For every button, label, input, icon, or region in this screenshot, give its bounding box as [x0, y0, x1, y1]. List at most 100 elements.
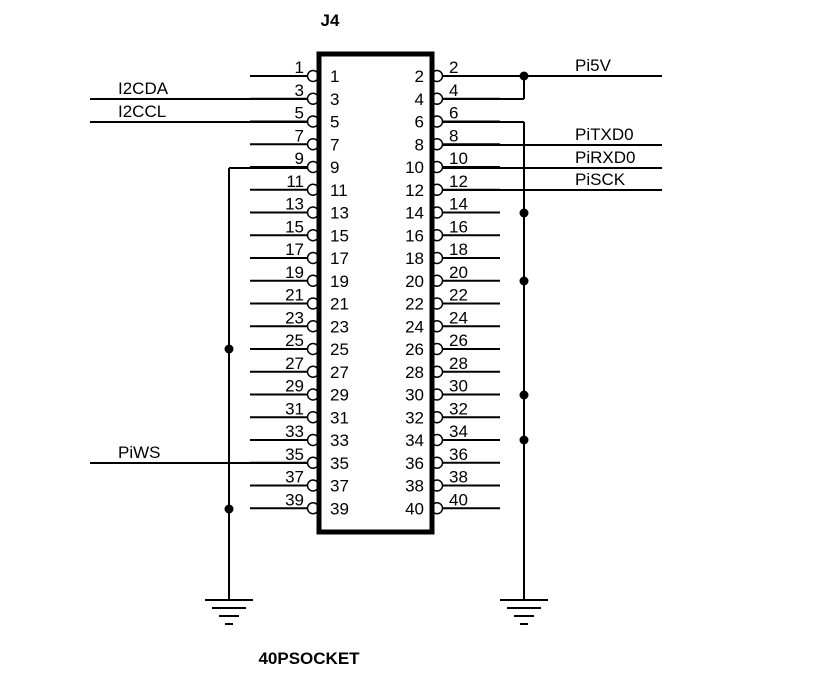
pin-20-number-outer: 20: [449, 263, 468, 282]
pin-21-number-outer: 21: [285, 286, 304, 305]
pin-10-number-inner: 10: [405, 158, 424, 177]
pin-11-number-outer: 11: [286, 172, 304, 191]
pin-38-number-outer: 38: [449, 468, 468, 487]
ground-symbol-right: [500, 599, 548, 625]
pin-9-number-inner: 9: [330, 158, 339, 177]
pin-4-number-outer: 4: [449, 81, 458, 100]
pin-2-number-inner: 2: [415, 67, 424, 86]
pin-25-number-outer: 25: [285, 331, 304, 350]
pin-39-number-inner: 39: [330, 499, 349, 518]
pin-37-number-outer: 37: [285, 468, 304, 487]
pin-40-number-inner: 40: [405, 499, 424, 518]
pin-14-number-inner: 14: [405, 204, 424, 223]
pin-15-number-inner: 15: [330, 226, 349, 245]
ground-symbol-left: [205, 599, 253, 625]
junction-dot: [224, 344, 234, 354]
net-label-pirxd0: PiRXD0: [575, 148, 635, 167]
junction-dot: [519, 208, 529, 218]
net-label-piws: PiWS: [118, 443, 161, 462]
pin-40-number-outer: 40: [449, 490, 468, 509]
junction-dot: [224, 504, 234, 514]
junction-dots: [224, 71, 529, 514]
pin-39-number-outer: 39: [285, 490, 304, 509]
net-label-i2ccl: I2CCL: [118, 102, 166, 121]
pin-19-number-inner: 19: [330, 272, 349, 291]
pin-7-number-inner: 7: [330, 135, 339, 154]
pin-6-number-outer: 6: [449, 104, 458, 123]
pin-3-number-outer: 3: [295, 81, 304, 100]
pin-30-number-outer: 30: [449, 377, 468, 396]
pin-28-number-outer: 28: [449, 354, 468, 373]
pin-23-number-outer: 23: [285, 308, 304, 327]
pin-36-number-outer: 36: [449, 445, 468, 464]
pin-4-number-inner: 4: [415, 90, 424, 109]
pin-34-number-outer: 34: [449, 422, 468, 441]
pin-25-number-inner: 25: [330, 340, 349, 359]
pin-38-number-inner: 38: [405, 477, 424, 496]
pin-1-number-inner: 1: [330, 67, 339, 86]
pin-30-number-inner: 30: [405, 386, 424, 405]
pin-16-number-inner: 16: [405, 226, 424, 245]
pin-12-number-inner: 12: [405, 181, 424, 200]
pin-22-number-inner: 22: [405, 295, 424, 314]
pin-12-number-outer: 12: [449, 172, 468, 191]
pin-7-number-outer: 7: [295, 126, 304, 145]
component-ref-label: J4: [321, 11, 340, 30]
pin-23-number-inner: 23: [330, 317, 349, 336]
pin-24-number-outer: 24: [449, 308, 468, 327]
pin-37-number-inner: 37: [330, 477, 349, 496]
pin-9-number-outer: 9: [295, 149, 304, 168]
pin-8-number-inner: 8: [415, 135, 424, 154]
pin-5-number-inner: 5: [330, 113, 339, 132]
pin-3-number-inner: 3: [330, 90, 339, 109]
pin-8-number-outer: 8: [449, 126, 458, 145]
component-part-label: 40PSOCKET: [258, 649, 360, 668]
pin-31-number-outer: 31: [285, 399, 304, 418]
junction-dot: [519, 71, 529, 81]
pin-27-number-inner: 27: [330, 363, 349, 382]
pin-24-number-inner: 24: [405, 317, 424, 336]
pin-15-number-outer: 15: [285, 217, 304, 236]
pin-36-number-inner: 36: [405, 454, 424, 473]
net-label-pisck: PiSCK: [575, 170, 626, 189]
junction-dot: [519, 390, 529, 400]
pin-33-number-outer: 33: [285, 422, 304, 441]
pin-28-number-inner: 28: [405, 363, 424, 382]
pin-11-number-inner: 11: [330, 181, 348, 200]
net-label-i2cda: I2CDA: [118, 79, 169, 98]
junction-dot: [519, 435, 529, 445]
pin-1-number-outer: 1: [295, 58, 304, 77]
pin-10-number-outer: 10: [449, 149, 468, 168]
pin-26-number-outer: 26: [449, 331, 468, 350]
pin-33-number-inner: 33: [330, 431, 349, 450]
junction-dot: [519, 276, 529, 286]
pin-2-number-outer: 2: [449, 58, 458, 77]
pin-19-number-outer: 19: [285, 263, 304, 282]
net-label-pitxd0: PiTXD0: [575, 125, 634, 144]
pin-29-number-outer: 29: [285, 377, 304, 396]
pin-17-number-outer: 17: [285, 240, 304, 259]
pin-21-number-inner: 21: [330, 295, 349, 314]
pin-5-number-outer: 5: [295, 104, 304, 123]
pin-17-number-inner: 17: [330, 249, 349, 268]
pin-27-number-outer: 27: [285, 354, 304, 373]
pin-22-number-outer: 22: [449, 286, 468, 305]
pin-34-number-inner: 34: [405, 431, 424, 450]
pin-13-number-inner: 13: [330, 204, 349, 223]
pin-18-number-outer: 18: [449, 240, 468, 259]
pin-32-number-inner: 32: [405, 408, 424, 427]
pin-35-number-outer: 35: [285, 445, 304, 464]
pin-14-number-outer: 14: [449, 195, 468, 214]
pin-26-number-inner: 26: [405, 340, 424, 359]
pin-32-number-outer: 32: [449, 399, 468, 418]
pin-20-number-inner: 20: [405, 272, 424, 291]
connector-body: [316, 51, 435, 535]
pin-6-number-inner: 6: [415, 113, 424, 132]
pin-31-number-inner: 31: [330, 408, 349, 427]
pin-18-number-inner: 18: [405, 249, 424, 268]
net-label-pi5v: Pi5V: [575, 56, 612, 75]
